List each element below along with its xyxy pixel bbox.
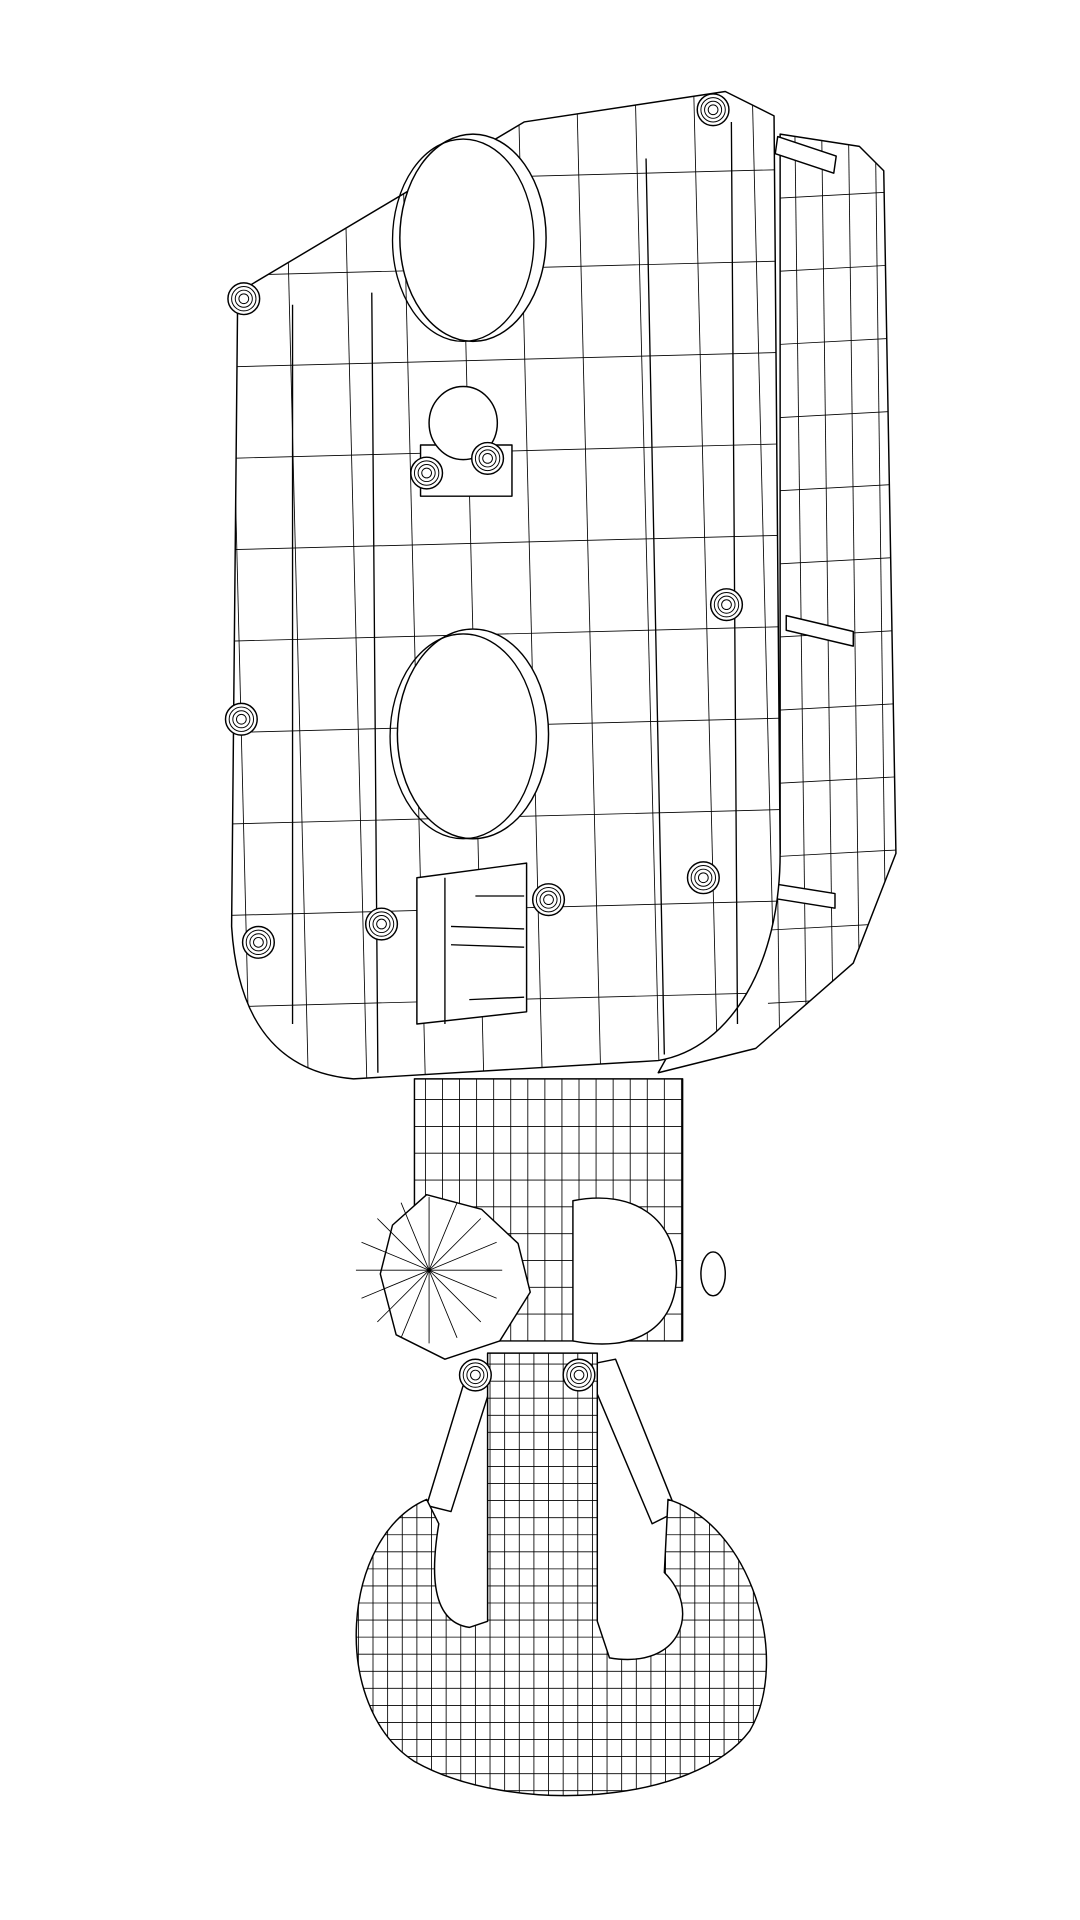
bolt-ring	[466, 1366, 485, 1385]
bolt-ring	[368, 911, 395, 937]
mesh-line	[767, 1068, 896, 1073]
bolt-ring	[566, 1362, 592, 1388]
bolt-ring	[376, 918, 387, 930]
mesh-line	[794, 134, 808, 1073]
mesh-line	[902, 122, 914, 1085]
pulley-spoke	[428, 1241, 497, 1271]
bolt-ring	[245, 929, 272, 956]
pulley-spoke	[377, 1269, 430, 1323]
mesh-line	[767, 702, 896, 712]
bolt-ring	[474, 445, 501, 472]
bolt-ring	[232, 710, 251, 729]
bolt-ring	[543, 894, 554, 906]
bolt-ring	[713, 591, 740, 618]
mesh-line	[767, 849, 896, 858]
bolt-icon	[227, 282, 261, 316]
bolt-ring	[697, 872, 709, 884]
bolt-ring	[413, 460, 440, 486]
bolts	[224, 93, 744, 1392]
mesh-line	[231, 91, 251, 1079]
pulley-spoke	[361, 1241, 430, 1271]
pulley-spoke	[400, 1202, 430, 1271]
mesh-line	[767, 191, 896, 200]
bolt-ring	[482, 453, 493, 464]
pulley-spoke	[428, 1270, 458, 1338]
mesh-line	[342, 91, 368, 1079]
bolt-icon	[686, 861, 720, 895]
hook	[355, 1352, 768, 1797]
bolt-ring	[478, 449, 497, 468]
bolt-ring	[700, 97, 726, 123]
mesh-line	[767, 776, 896, 785]
upper-sheave-cover	[391, 133, 547, 343]
bolt-ring	[569, 1366, 589, 1385]
pulley-spoke	[361, 1269, 430, 1299]
bolt-ring	[231, 286, 257, 312]
bolt-icon	[531, 883, 566, 917]
pulley-spoke	[428, 1269, 497, 1299]
bolt-ring	[717, 595, 736, 614]
bolt-icon	[224, 702, 258, 736]
mesh-line	[634, 91, 660, 1079]
mesh-line	[231, 534, 781, 551]
bolt-ring	[470, 1369, 481, 1381]
mesh-line	[767, 337, 896, 346]
mesh-line	[231, 91, 781, 94]
mesh-line	[767, 556, 896, 565]
bolt-ring	[421, 467, 432, 479]
bolt-ring	[535, 886, 562, 913]
bolt-ring	[253, 936, 264, 948]
mesh-line	[847, 134, 862, 1073]
bolt-icon	[241, 925, 275, 959]
mesh-line	[768, 118, 902, 125]
tie-rods	[773, 135, 855, 909]
pulley-spoke	[400, 1270, 430, 1338]
bolt-icon	[562, 1358, 596, 1392]
pulley-spoke	[428, 1269, 482, 1323]
mesh-line	[767, 264, 896, 273]
pulley-spoke	[377, 1218, 430, 1271]
pulley-spoke	[428, 1218, 482, 1271]
mesh-line	[231, 626, 781, 642]
bolt-icon	[709, 588, 744, 622]
mesh-line	[693, 91, 719, 1079]
pulley-spoke	[428, 1202, 458, 1271]
mesh-line	[767, 410, 896, 419]
bolt-ring	[704, 100, 723, 119]
lower-sheave-cover	[389, 628, 550, 840]
mesh-line	[821, 134, 835, 1073]
bolt-ring	[690, 865, 717, 891]
bolt-ring	[573, 1369, 585, 1381]
bolt-ring	[234, 289, 253, 308]
bolt-ring	[462, 1362, 489, 1388]
bolt-ring	[417, 464, 436, 483]
mesh-line	[751, 91, 777, 1079]
bolt-icon	[364, 907, 399, 941]
bottom-bracket	[416, 862, 528, 1025]
bolt-ring	[238, 293, 250, 305]
bolt-icon	[458, 1358, 492, 1392]
bolt-ring	[694, 868, 713, 887]
mesh-line	[767, 483, 896, 492]
bolt-ring	[235, 713, 247, 725]
bolt-icon	[696, 93, 730, 127]
bolt-icon	[410, 456, 444, 490]
back-plate	[657, 118, 914, 1085]
bolt-ring	[249, 933, 268, 952]
bolt-icon	[471, 441, 505, 475]
mesh-line	[231, 351, 781, 368]
bolt-ring	[721, 599, 732, 611]
swivel-shackle	[355, 1078, 727, 1360]
bolt-ring	[228, 706, 255, 732]
bolt-ring	[372, 915, 391, 934]
bolt-ring	[539, 890, 558, 909]
bolt-ring	[707, 104, 719, 116]
mesh-line	[576, 91, 602, 1079]
